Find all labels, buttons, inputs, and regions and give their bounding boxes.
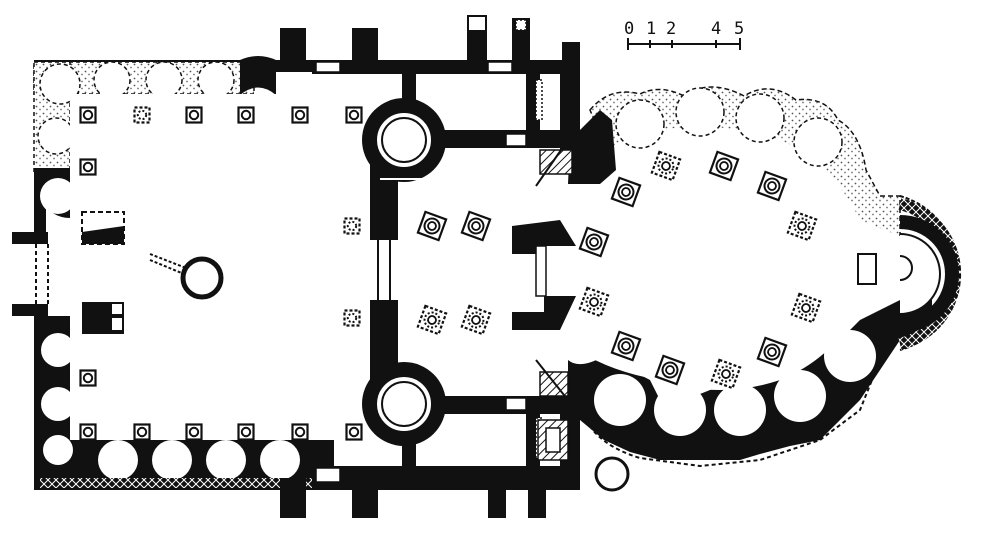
stair-towers [362,98,446,446]
rotunda-niches [594,87,876,436]
column-base [460,304,492,336]
west-hall-features [81,211,125,334]
niche [714,384,766,436]
well-circle [594,456,630,492]
niche [824,330,876,382]
rotunda-floor [560,126,900,391]
column-base [786,210,818,242]
column-base [578,226,610,258]
column-base [710,358,742,390]
column-base [79,423,97,441]
column-base [133,423,151,441]
rotunda-columns [578,150,822,390]
south-arcade [34,316,334,488]
column-base [708,150,740,182]
niche [735,93,785,143]
column-base [578,286,610,318]
column-base [237,106,255,124]
niche [774,370,826,422]
column-base [291,423,309,441]
scale-label-2: 2 [666,19,676,39]
column-base [650,150,682,182]
column-base [756,336,788,368]
scale-label-4: 4 [711,19,721,39]
niche [654,384,706,436]
column-base [291,106,309,124]
column-base [460,210,492,242]
scale-label-5: 5 [734,19,744,39]
niche [594,374,646,426]
column-base [790,292,822,324]
central-door [377,240,391,300]
column-base [237,423,255,441]
scale-label-0: 0 [624,19,634,39]
column-base [345,423,363,441]
column-base [79,369,97,387]
west-hall-columns [79,106,363,441]
apse [857,195,962,351]
niche [675,87,725,137]
niche [793,117,843,167]
column-base [185,423,203,441]
west-door [35,244,49,304]
column-base [610,330,642,362]
column-base [416,304,448,336]
column-base [610,176,642,208]
column-base [79,106,97,124]
column-base [343,309,361,327]
hatch-block-south [537,419,569,461]
column-base [416,210,448,242]
niche [615,99,665,149]
scale-bar: 0 1 2 4 5 [624,19,744,50]
column-base [79,158,97,176]
column-base [343,217,361,235]
rotunda-west-piers [512,139,576,401]
column-base [133,106,151,124]
central-columns [416,210,492,336]
rotunda-south-edge [585,339,891,468]
column-base [185,106,203,124]
rotunda-north-corner [568,110,616,184]
scale-label-1: 1 [646,19,656,39]
column-base [345,106,363,124]
font-ring [149,253,224,300]
hatch-block-north [539,149,573,175]
column-base [654,354,686,386]
column-base [756,170,788,202]
